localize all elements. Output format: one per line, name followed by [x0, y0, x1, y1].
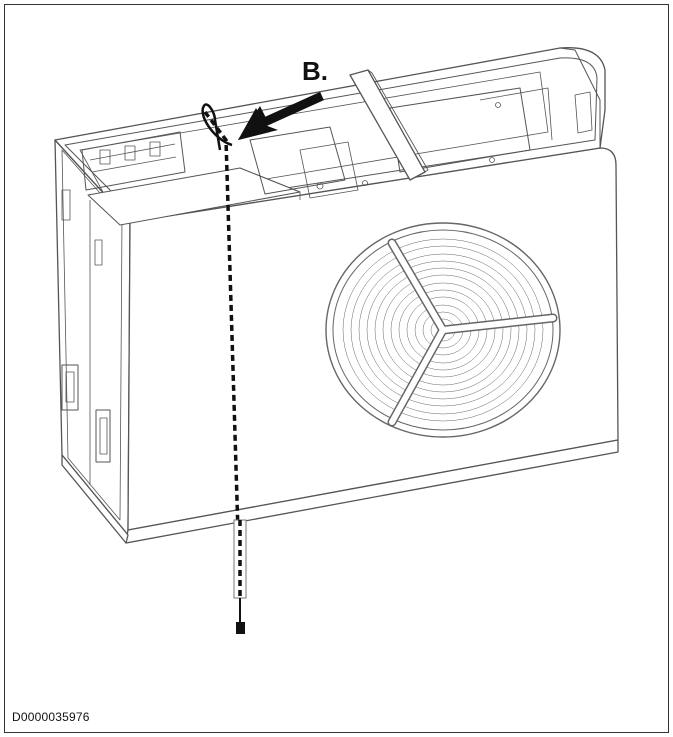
callout-label: B. — [302, 56, 328, 86]
document-id: D0000035976 — [12, 710, 90, 724]
cable-plug — [236, 622, 245, 634]
figure-frame — [4, 4, 669, 733]
sensor-cable — [201, 103, 247, 634]
fan-grille — [325, 222, 561, 438]
